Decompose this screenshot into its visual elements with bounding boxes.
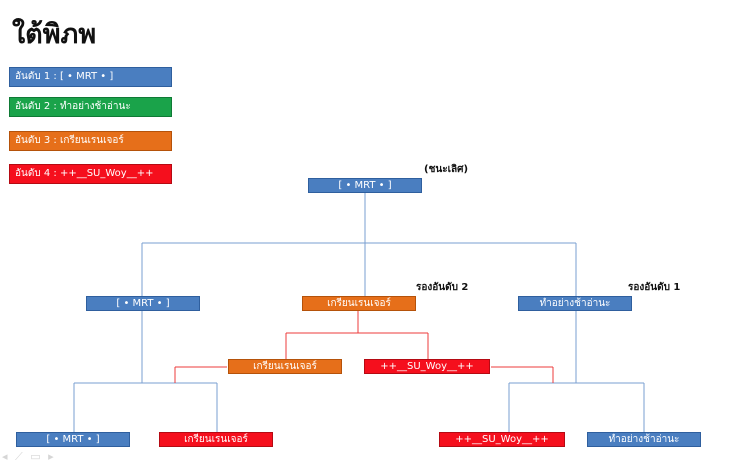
mid-right-box: ++__SU_Woy__++: [364, 359, 490, 374]
round1-d-box: ทำอย่างช้าอ่านะ: [587, 432, 701, 447]
runner-up-1-note: รองอันดับ 1: [628, 282, 681, 293]
semi-right-box: ทำอย่างช้าอ่านะ: [518, 296, 632, 311]
round1-b-box: เกรียนเรนเจอร์: [159, 432, 273, 447]
legend-rank-1: อันดับ 1 : [ • MRT • ]: [9, 67, 172, 87]
champion-note: (ชนะเลิศ): [424, 164, 469, 175]
legend-rank-2: อันดับ 2 : ทำอย่างช้าอ่านะ: [9, 97, 172, 117]
round1-a-box: [ • MRT • ]: [16, 432, 130, 447]
page-title: ใต้พิภพ: [12, 19, 97, 50]
final-box: [ • MRT • ]: [308, 178, 422, 193]
round1-c-box: ++__SU_Woy__++: [439, 432, 565, 447]
mid-left-box: เกรียนเรนเจอร์: [228, 359, 342, 374]
legend-rank-4: อันดับ 4 : ++__SU_Woy__++: [9, 164, 172, 184]
legend-rank-3: อันดับ 3 : เกรียนเรนเจอร์: [9, 131, 172, 151]
semi-left-box: [ • MRT • ]: [86, 296, 200, 311]
semi-middle-box: เกรียนเรนเจอร์: [302, 296, 416, 311]
runner-up-2-note: รองอันดับ 2: [416, 282, 469, 293]
slide-navigation-icons[interactable]: ◂ ⟋ ▭ ▸: [2, 450, 56, 463]
